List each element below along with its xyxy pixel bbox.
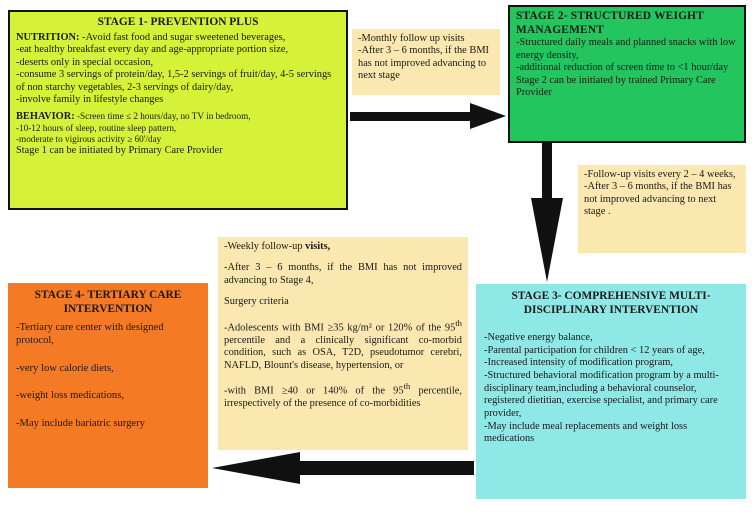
stage1-title: STAGE 1- PREVENTION PLUS (97, 16, 259, 28)
transition-3-4-visits: -Weekly follow-up visits, (224, 241, 462, 253)
stage1-nutrition-line: -consume 3 servings of protein/day, 1,5-… (16, 69, 332, 93)
adolescents-sup: th (455, 317, 462, 328)
transition-3-4-visits-text: -Weekly follow-up (224, 241, 306, 252)
stage3-line: -Parental participation for children < 1… (484, 344, 705, 356)
transition-3-4-note: -Weekly follow-up visits, -After 3 – 6 m… (218, 237, 468, 450)
transition-3-4-adolescents: -Adolescents with BMI ≥35 kg/m² or 120% … (224, 318, 462, 372)
transition-3-4-surgery-criteria: Surgery criteria (224, 296, 289, 308)
bmi40-sup: th (403, 381, 411, 392)
stage2-line: Stage 2 can be initiated by trained Prim… (516, 74, 716, 99)
transition-2-3-note: -Follow-up visits every 2 – 4 weeks, -Af… (578, 165, 746, 253)
stage3-line: -Structured behavioral modification prog… (484, 369, 719, 419)
stage2-line: -Structured daily meals and planned snac… (516, 37, 736, 61)
stage1-footer: Stage 1 can be initiated by Primary Care… (16, 145, 223, 157)
stage3-line: -May include meal replacements and weigh… (484, 420, 688, 445)
bmi40-text-1: -with BMI ≥40 or 140% of the 95 (224, 385, 404, 397)
arrow-left-icon (212, 452, 474, 484)
arrow-down-icon (531, 143, 563, 282)
stage4-line: -weight loss medications, (16, 390, 124, 402)
stage1-nutrition-line: -deserts only in special occasion, (16, 56, 154, 68)
stage2-box: STAGE 2- STRUCTURED WEIGHT MANAGEMENT -S… (508, 5, 746, 143)
bmi40-text-2: percentile, irrespectively of the presen… (224, 385, 462, 410)
stage1-behavior-line: BEHAVIOR: -Screen time ≤ 2 hours/day, no… (16, 111, 340, 123)
stage1-nutrition-line: -involve family in lifestyle changes (16, 94, 164, 106)
transition-3-4-after: -After 3 – 6 months, if the BMI has not … (224, 262, 462, 286)
stage1-nutrition-text: -Avoid fast food and sugar sweetened bev… (79, 31, 286, 43)
stage1-nutrition-line: NUTRITION: -Avoid fast food and sugar sw… (16, 32, 340, 44)
transition-1-2-note: -Monthly follow up visits -After 3 – 6 m… (352, 29, 500, 95)
stage1-behavior-line: -moderate to vigirous activity ≥ 60'/day (16, 134, 162, 145)
transition-3-4-bmi40: -with BMI ≥40 or 140% of the 95th percen… (224, 381, 462, 410)
adolescents-text-2: percentile and a clinically significant … (224, 334, 462, 371)
stage3-box: STAGE 3- COMPREHENSIVE MULTI-DISCIPLINAR… (476, 284, 746, 499)
adolescents-text-1: -Adolescents with BMI ≥35 kg/m² or 120% … (224, 322, 456, 334)
stage4-line: -very low calorie diets, (16, 362, 114, 374)
stage3-title: STAGE 3- COMPREHENSIVE MULTI-DISCIPLINAR… (511, 290, 711, 316)
transition-2-3-line: -Follow-up visits every 2 – 4 weeks, (584, 169, 736, 180)
stage4-title: STAGE 4- TERTIARY CARE INTERVENTION (34, 289, 182, 315)
arrow-right-icon (350, 103, 506, 129)
stage4-line: -May include bariatric surgery (16, 418, 145, 430)
stage3-line: -Negative energy balance, (484, 331, 593, 343)
transition-2-3-line: -After 3 – 6 months, if the BMI has not … (584, 181, 732, 218)
stage1-behavior-line: -10-12 hours of sleep, routine sleep pat… (16, 123, 177, 134)
stage1-box: STAGE 1- PREVENTION PLUS NUTRITION: -Avo… (8, 10, 348, 210)
stage1-behavior-text: -Screen time ≤ 2 hours/day, no TV in bed… (74, 110, 251, 121)
transition-3-4-visits-bold: visits, (305, 241, 331, 252)
stage4-line: -Tertiary care center with designed prot… (16, 322, 164, 347)
transition-1-2-line: -After 3 – 6 months, if the BMI has not … (358, 45, 490, 82)
stage1-nutrition-label: NUTRITION: (16, 31, 80, 43)
stage3-line: -Increased intensity of modification pro… (484, 357, 673, 369)
stage4-box: STAGE 4- TERTIARY CARE INTERVENTION -Ter… (8, 283, 208, 488)
stage2-line: -additional reduction of screen time to … (516, 62, 729, 74)
stage1-behavior-label: BEHAVIOR: (16, 110, 75, 122)
transition-1-2-line: -Monthly follow up visits (358, 33, 465, 44)
stage1-nutrition-line: -eat healthy breakfast every day and age… (16, 44, 289, 56)
stage2-title: STAGE 2- STRUCTURED WEIGHT MANAGEMENT (516, 10, 704, 36)
